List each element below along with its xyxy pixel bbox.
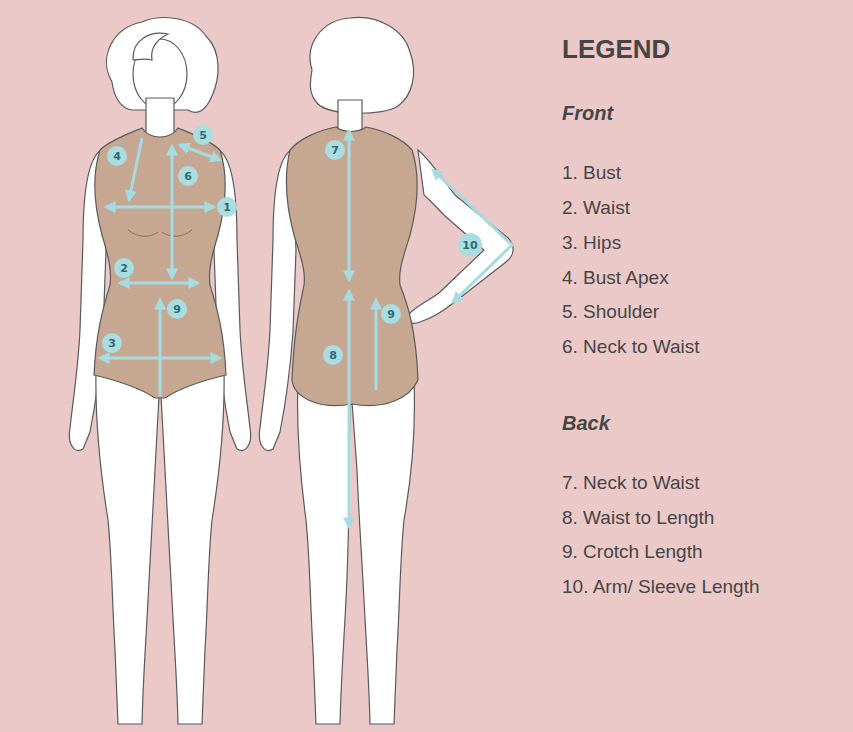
back-right-arm <box>408 150 513 323</box>
legend-title: LEGEND <box>562 34 670 65</box>
callout-circle: 9 <box>381 304 401 324</box>
bust-line <box>128 230 192 236</box>
bust-arrow <box>106 206 214 209</box>
front-left-leg <box>96 370 159 724</box>
legend-item: 7. Neck to Waist <box>562 472 700 495</box>
legend-item: 1. Bust <box>562 162 621 185</box>
callout-circle: 9 <box>167 299 187 319</box>
callout-number: 6 <box>184 171 192 182</box>
callout-circle: 1 <box>217 197 237 217</box>
waist-length-arrow <box>348 291 351 527</box>
back-figure <box>259 17 513 724</box>
back-leotard <box>287 127 418 406</box>
callout-circle: 10 <box>458 233 482 257</box>
shoulder-arrow <box>180 145 220 160</box>
callout-circle: 8 <box>323 345 343 365</box>
front-right-leg <box>161 370 224 724</box>
front-figure <box>69 18 250 724</box>
crotch-front-arrow <box>159 300 162 396</box>
neck-waist-back-arrow <box>348 131 351 280</box>
bust-apex-arrow <box>129 138 142 200</box>
callout-circle: 6 <box>178 166 198 186</box>
hips-arrow <box>100 357 220 360</box>
crotch-back-arrow <box>375 300 378 390</box>
legend-item: 5. Shoulder <box>562 301 659 324</box>
measure-arrows <box>100 131 512 527</box>
callout-number: 9 <box>387 309 395 320</box>
back-left-leg <box>297 380 350 724</box>
callout-number: 10 <box>462 240 477 251</box>
callout-circle: 2 <box>114 258 134 278</box>
legend-section: Front <box>562 101 613 125</box>
callout-number: 8 <box>329 350 337 361</box>
front-neck <box>146 98 174 140</box>
back-hair <box>310 17 413 113</box>
legend-item: 8. Waist to Length <box>562 507 714 530</box>
sleeve-arrow <box>433 170 512 302</box>
legend-section: Back <box>562 411 610 435</box>
legend-item: 4. Bust Apex <box>562 267 669 290</box>
legend-item: 3. Hips <box>562 232 621 255</box>
legend-item: 10. Arm/ Sleeve Length <box>562 576 760 599</box>
callout-number: 4 <box>113 151 121 162</box>
callout-number: 1 <box>223 202 231 213</box>
waist-arrow <box>120 282 198 285</box>
legend-item: 6. Neck to Waist <box>562 336 700 359</box>
neck-waist-front-arrow <box>171 146 174 278</box>
back-right-leg <box>352 380 415 724</box>
front-hair-fringe <box>133 33 168 60</box>
callout-circle: 3 <box>102 333 122 353</box>
callout-circle: 7 <box>325 140 345 160</box>
callout-number: 3 <box>108 338 116 349</box>
callout-number: 7 <box>331 145 339 156</box>
front-leotard <box>94 128 226 398</box>
callout-circle: 5 <box>193 125 213 145</box>
legend-item: 2. Waist <box>562 197 630 220</box>
callout-number: 2 <box>120 263 128 274</box>
callout-number: 9 <box>173 304 181 315</box>
callout-circle: 4 <box>107 146 127 166</box>
callout-number: 5 <box>199 130 207 141</box>
legend-item: 9. Crotch Length <box>562 541 702 564</box>
